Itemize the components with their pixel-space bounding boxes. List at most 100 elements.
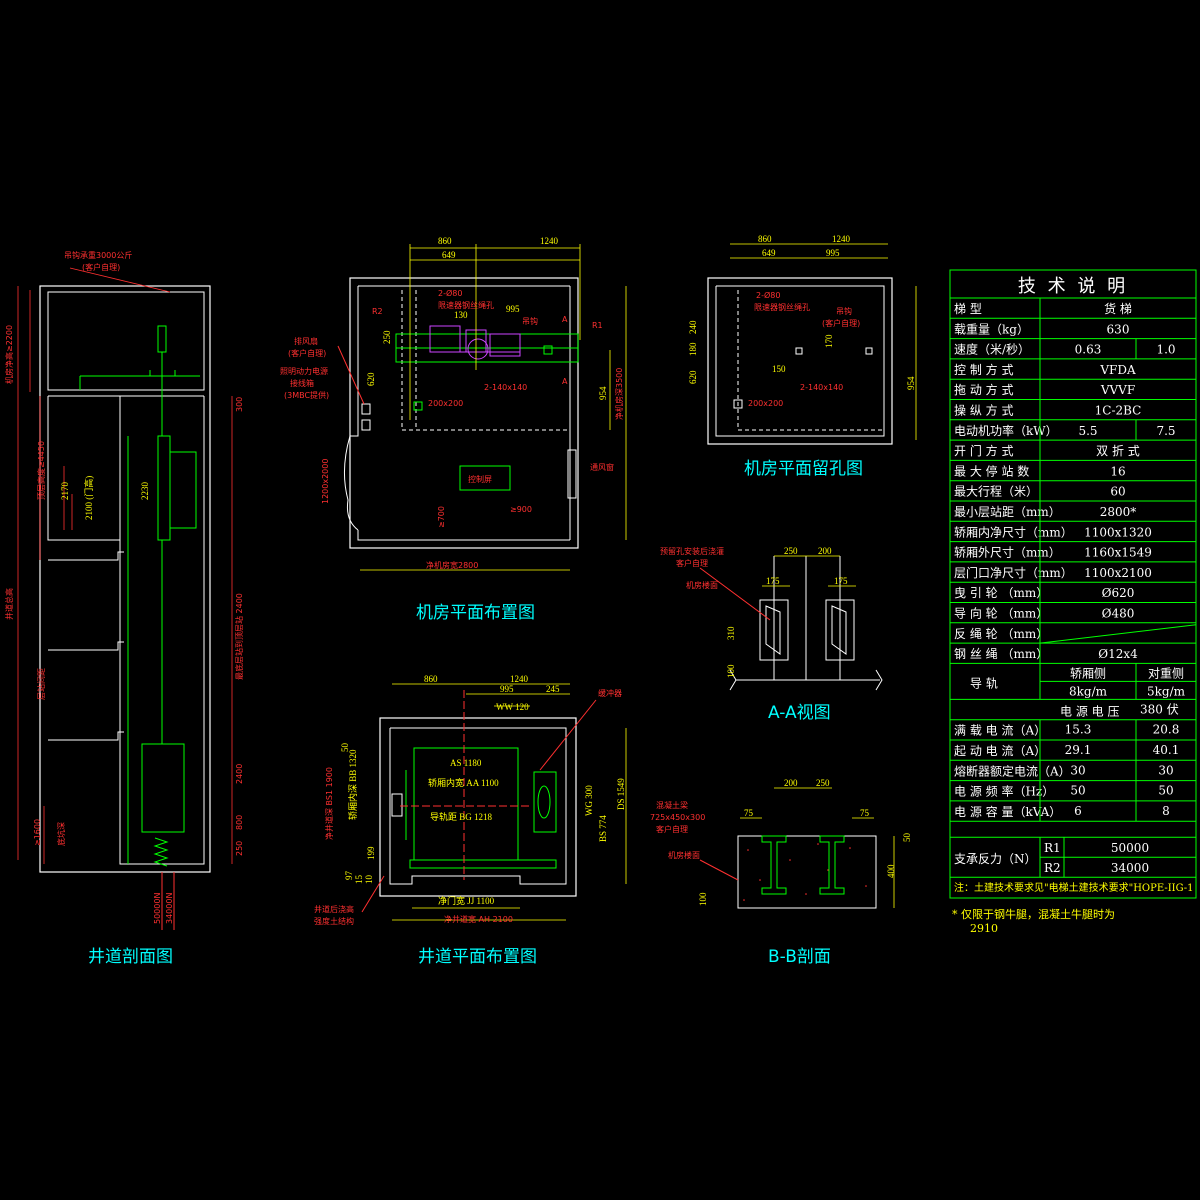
car-h: 2230 bbox=[140, 482, 150, 501]
sp-ww: WW 120 bbox=[496, 702, 529, 712]
table-row-label: 控 制 方 式 bbox=[954, 362, 1013, 377]
mr-left-1: 排风扇 bbox=[294, 336, 318, 346]
bb-section: 200 250 75 75 50 400 100 混凝土梁 725x450x30… bbox=[650, 778, 912, 909]
voltage-value: 380 伏 bbox=[1140, 702, 1179, 716]
table-row-label: 操 纵 方 式 bbox=[954, 403, 1013, 418]
mr-speed-hole: 限速器钢丝绳孔 bbox=[438, 300, 494, 310]
mr-r1: R1 bbox=[592, 321, 603, 330]
table-row-label: 起 动 电 流（A） bbox=[954, 744, 1046, 758]
sp-bs: 净井道深 BS1 1900 bbox=[324, 767, 334, 840]
table-row-label: 开 门 方 式 bbox=[954, 443, 1013, 458]
sp-buffer: 缓冲器 bbox=[598, 688, 622, 698]
mr-control: 控制屏 bbox=[468, 474, 492, 484]
hp-150: 150 bbox=[772, 364, 786, 374]
sp-l15: 15 bbox=[354, 875, 364, 885]
bb-100: 100 bbox=[698, 892, 708, 906]
table-row-value: 16 bbox=[1110, 464, 1125, 478]
door-h1: 2170 bbox=[60, 482, 70, 501]
table-row-label: 轿厢内净尺寸（mm） bbox=[954, 524, 1073, 539]
sp-bb: 轿厢内深 BB 1320 bbox=[347, 749, 358, 820]
table-row-label: 反 绳 轮 （mm） bbox=[954, 627, 1048, 641]
table-row-value: Ø620 bbox=[1102, 586, 1135, 600]
machine-room-holes: 860 1240 649 995 2-Ø80 限速器钢丝绳孔 吊钩 (客户自理)… bbox=[688, 234, 917, 445]
table-footnote: 注：土建技术要求见"电梯土建技术要求"HOPE-IIG-1 bbox=[954, 881, 1194, 894]
sp-aa: 轿厢内宽 AA 1100 bbox=[428, 777, 499, 788]
table-row-value: VFDA bbox=[1099, 363, 1136, 377]
table-row-value: 6 bbox=[1074, 804, 1082, 818]
aa-175a: 175 bbox=[766, 576, 780, 586]
caption-machine-room: 机房平面布置图 bbox=[416, 603, 535, 623]
table-row-value: 1100x2100 bbox=[1084, 566, 1152, 580]
mr-dim-150: 130 bbox=[454, 310, 468, 320]
table-row-value: Ø480 bbox=[1102, 607, 1135, 621]
table-row-value: 15.3 bbox=[1065, 723, 1092, 737]
bb-250: 250 bbox=[816, 778, 830, 788]
aa-250: 250 bbox=[784, 546, 798, 556]
table-row-value: 1100x1320 bbox=[1084, 525, 1152, 539]
voltage-label: 电 源 电 压 bbox=[1060, 704, 1119, 718]
table-row-value: 7.5 bbox=[1156, 424, 1175, 438]
hp-620: 620 bbox=[688, 370, 698, 384]
load-1: 50000N bbox=[153, 893, 162, 924]
sp-top50: 50 bbox=[340, 743, 350, 753]
sp-l97: 97 bbox=[344, 871, 354, 881]
hp-hole2: 2-140x140 bbox=[800, 383, 843, 392]
hp-1240: 1240 bbox=[832, 234, 851, 244]
table-row-label: 最大行程（米） bbox=[954, 484, 1038, 499]
table-row-label: 电动机功率（kW） bbox=[954, 423, 1058, 438]
sp-bs2: BS 774 bbox=[598, 815, 608, 842]
mr-left-3: 照明动力电源 bbox=[280, 366, 328, 376]
mr-a2: A bbox=[562, 377, 568, 386]
table-row-value: 40.1 bbox=[1153, 743, 1180, 757]
dim-2400b: 2400 bbox=[235, 764, 244, 784]
bb-200: 200 bbox=[784, 778, 798, 788]
sp-as: AS 1180 bbox=[450, 758, 482, 768]
table-row-value: VVVF bbox=[1100, 383, 1135, 397]
rail-val-cw: 5kg/m bbox=[1147, 684, 1186, 698]
hp-holes: 2-Ø80 bbox=[756, 290, 780, 300]
table-row-value: 30 bbox=[1158, 763, 1173, 777]
machine-room-layout: 860 1240 649 2-Ø80 限速器钢丝绳孔 995 吊钩 R2 R1 … bbox=[280, 236, 627, 571]
sp-note-2: 强度土结构 bbox=[314, 916, 354, 926]
mr-width: 净机房宽2800 bbox=[426, 560, 478, 570]
table-row-label: 钢 丝 绳 （mm） bbox=[954, 647, 1048, 661]
sp-ds: DS 1549 bbox=[616, 778, 626, 810]
table-row-value: 货 梯 bbox=[1104, 301, 1132, 316]
sp-995: 995 bbox=[500, 684, 514, 694]
mr-250: 250 bbox=[382, 330, 392, 344]
aa-label-1: 预留孔安装后浇灌 bbox=[660, 546, 724, 556]
bb-label-3: 客户自理 bbox=[656, 824, 688, 834]
caption-aa: A-A视图 bbox=[768, 703, 831, 723]
caption-holes: 机房平面留孔图 bbox=[744, 459, 863, 479]
table-title: 技 术 说 明 bbox=[1018, 276, 1128, 297]
travel-label: 井道总高 bbox=[4, 588, 14, 620]
mr-left-4: 接线箱 bbox=[290, 378, 314, 388]
table-row-value: 30 bbox=[1070, 763, 1085, 777]
table-row-value: 20.8 bbox=[1153, 723, 1180, 737]
mr-620: 620 bbox=[366, 372, 376, 386]
hp-hook: 吊钩 bbox=[836, 306, 852, 316]
reaction-label: 支承反力（N） bbox=[954, 852, 1037, 866]
table-row-label: 层门口净尺寸（mm） bbox=[954, 565, 1073, 580]
aa-200: 200 bbox=[818, 546, 832, 556]
sp-1240: 1240 bbox=[510, 674, 529, 684]
table-row-value: 2800* bbox=[1100, 505, 1137, 519]
table-row-label: 曳 引 轮 （mm） bbox=[954, 586, 1048, 600]
room-height: 机房净高≥2200 bbox=[4, 325, 14, 384]
table-row-label: 梯 型 bbox=[954, 302, 982, 316]
door-h2: 2100 (门高) bbox=[83, 476, 94, 520]
bb-label-1: 混凝土梁 bbox=[656, 800, 688, 810]
hp-860: 860 bbox=[758, 234, 772, 244]
sp-bg: 导轨距 BG 1218 bbox=[430, 811, 493, 822]
table-row-label: 导 向 轮 （mm） bbox=[954, 606, 1048, 621]
table-row-value: 1160x1549 bbox=[1084, 546, 1152, 560]
star-note-2: 2910 bbox=[970, 922, 998, 935]
table-row-label: 电 源 容 量（kVA） bbox=[954, 804, 1061, 819]
sp-door: 净门宽 JJ 1100 bbox=[438, 895, 495, 906]
sp-l10: 10 bbox=[364, 875, 374, 885]
table-row-label: 电 源 频 率（Hz） bbox=[954, 784, 1054, 799]
hp-649: 649 bbox=[762, 248, 776, 258]
sp-l199: 199 bbox=[366, 846, 376, 860]
